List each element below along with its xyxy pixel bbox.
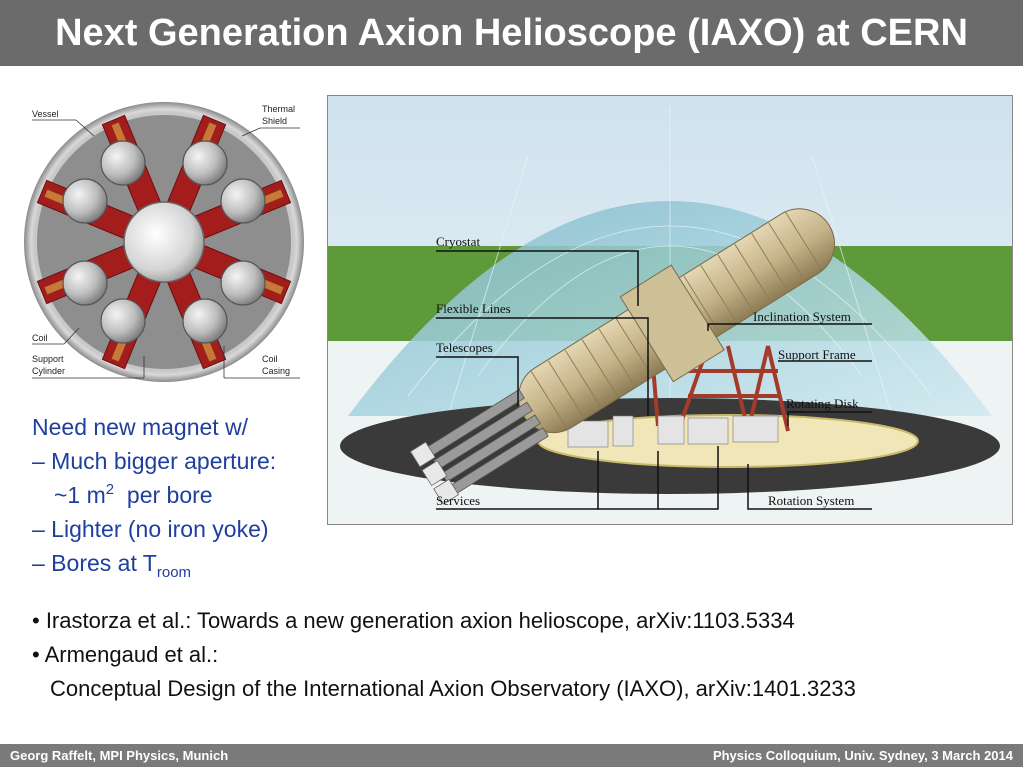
- aperture-size-suffix: per bore: [114, 482, 213, 508]
- label-vessel: Vessel: [32, 109, 59, 119]
- aperture-size-value: ~1 m: [54, 482, 106, 508]
- reference-irastorza: • Irastorza et al.: Towards a new genera…: [32, 608, 795, 633]
- footer-author: Georg Raffelt, MPI Physics, Munich: [10, 748, 229, 763]
- label-inclination-system: Inclination System: [753, 309, 851, 324]
- requirement-aperture: – Much bigger aperture:: [32, 448, 277, 474]
- label-cylinder: Cylinder: [32, 366, 65, 376]
- label-coil-casing-1: Coil: [262, 354, 278, 364]
- label-thermal: Thermal: [262, 104, 295, 114]
- slide-footer: Georg Raffelt, MPI Physics, Munich Physi…: [0, 744, 1023, 767]
- requirement-aperture-size: ~1 m2 per bore: [32, 478, 322, 512]
- bores-temperature-subscript: room: [156, 564, 192, 581]
- label-services: Services: [436, 493, 480, 508]
- magnet-requirements-text: Need new magnet w/ – Much bigger apertur…: [32, 410, 322, 580]
- references-list: • Irastorza et al.: Towards a new genera…: [32, 604, 1002, 706]
- label-telescopes: Telescopes: [436, 340, 493, 355]
- label-support-frame: Support Frame: [778, 347, 856, 362]
- helioscope-rendering-figure: Cryostat Flexible Lines Telescopes Incli…: [327, 95, 1013, 525]
- label-flexible-lines: Flexible Lines: [436, 301, 511, 316]
- magnet-cross-section-figure: Vessel Thermal Shield Coil Support Cylin…: [24, 96, 310, 386]
- footer-event: Physics Colloquium, Univ. Sydney, 3 Marc…: [712, 748, 1013, 763]
- label-cryostat: Cryostat: [436, 234, 480, 249]
- label-coil: Coil: [32, 333, 48, 343]
- label-rotation-system: Rotation System: [768, 493, 854, 508]
- reference-armengaud: • Armengaud et al.:: [32, 642, 219, 667]
- label-support: Support: [32, 354, 64, 364]
- label-rotating-disk: Rotating Disk: [786, 396, 859, 411]
- bores-temperature-prefix: – Bores at T: [32, 550, 157, 576]
- requirement-intro: Need new magnet w/: [32, 414, 249, 440]
- requirement-bores-temperature: – Bores at Troom: [32, 546, 322, 580]
- label-coil-casing-2: Casing: [262, 366, 290, 376]
- reference-armengaud-title: Conceptual Design of the International A…: [50, 676, 856, 701]
- requirement-lighter: – Lighter (no iron yoke): [32, 516, 269, 542]
- label-shield: Shield: [262, 116, 287, 126]
- slide-title: Next Generation Axion Helioscope (IAXO) …: [0, 0, 1023, 66]
- aperture-size-exponent: 2: [105, 481, 115, 498]
